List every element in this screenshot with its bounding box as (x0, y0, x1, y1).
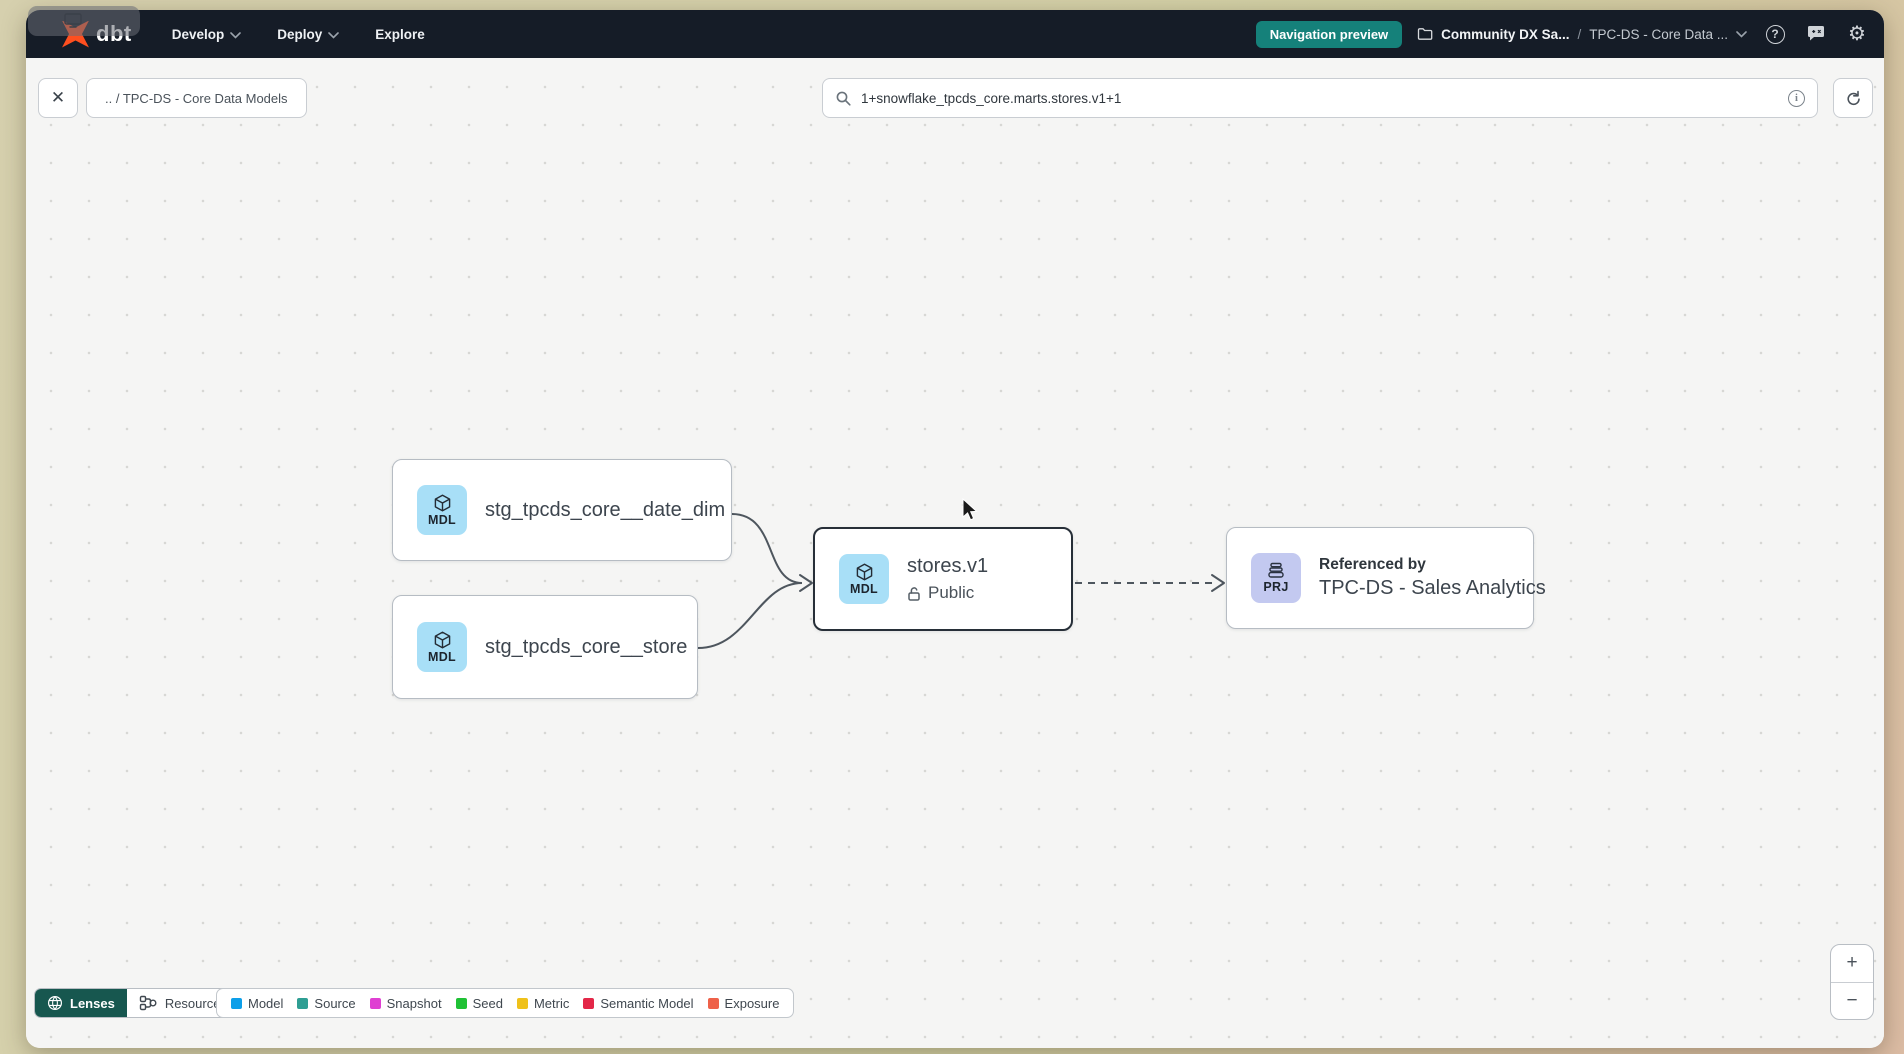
badge-label: PRJ (1263, 580, 1289, 594)
app-window: dbt Develop Deploy Explore Navigation pr… (26, 10, 1884, 1048)
nav-item-explore-label: Explore (375, 26, 425, 42)
access-label: Public (928, 583, 975, 602)
nav-item-develop[interactable]: Develop (172, 27, 242, 42)
help-icon: ? (1765, 24, 1785, 44)
lens-icon (47, 995, 63, 1011)
node-stg-tpcds-core-date-dim[interactable]: MDL stg_tpcds_core__date_dim (392, 459, 732, 561)
gear-icon: ⚙ (1848, 23, 1866, 45)
close-button[interactable]: ✕ (38, 78, 78, 118)
legend-item-source: Source (297, 995, 356, 1011)
folder-icon (1418, 28, 1433, 40)
badge-label: MDL (850, 581, 878, 596)
cube-icon (856, 563, 872, 580)
resource-type-legend: Model Source Snapshot Seed Metric Semant… (216, 988, 795, 1018)
legend-item-metric: Metric (516, 995, 570, 1011)
legend-swatch (369, 997, 381, 1009)
legend-swatch (455, 997, 467, 1009)
navbar-right: Navigation preview Community DX Sa... / … (1255, 20, 1870, 48)
navigation-preview-badge[interactable]: Navigation preview (1255, 20, 1403, 48)
refresh-icon (1846, 90, 1860, 105)
info-icon[interactable]: i (1788, 89, 1805, 107)
zoom-out-button[interactable]: − (1831, 981, 1873, 1020)
node-label: TPC-DS - Sales Analytics (1319, 577, 1546, 599)
breadcrumb[interactable]: .. / TPC-DS - Core Data Models (86, 78, 307, 118)
search-input[interactable] (861, 90, 1779, 106)
feedback-button[interactable] (1803, 21, 1829, 47)
help-button[interactable]: ? (1762, 21, 1788, 47)
node-access: Public (907, 583, 988, 603)
model-badge: MDL (417, 622, 467, 672)
legend-label: Metric (533, 995, 570, 1011)
legend-label: Source (314, 995, 356, 1011)
top-navbar: dbt Develop Deploy Explore Navigation pr… (26, 10, 1884, 58)
model-badge: MDL (417, 485, 467, 535)
model-badge: MDL (839, 554, 889, 604)
legend-swatch (516, 997, 528, 1009)
chevron-down-icon[interactable] (1736, 30, 1747, 38)
stack-icon (1268, 562, 1284, 578)
legend-label: Snapshot (386, 995, 442, 1011)
chevron-down-icon (328, 31, 340, 39)
settings-button[interactable]: ⚙ (1844, 21, 1870, 47)
legend-label: Seed (472, 995, 503, 1011)
nav-item-explore[interactable]: Explore (375, 27, 425, 42)
lineage-canvas[interactable] (26, 58, 1884, 1048)
cube-icon (434, 494, 450, 511)
node-stg-tpcds-core-store[interactable]: MDL stg_tpcds_core__store (392, 595, 698, 699)
node-label: stores.v1 (907, 555, 989, 577)
project-badge: PRJ (1251, 553, 1301, 603)
lenses-label: Lenses (70, 995, 115, 1011)
lineage-search: i (822, 78, 1818, 118)
refresh-button[interactable] (1833, 78, 1873, 118)
legend-item-exposure: Exposure (707, 995, 780, 1011)
node-referenced-by-tpcds-sales-analytics[interactable]: PRJ Referenced by TPC-DS - Sales Analyti… (1226, 527, 1546, 629)
legend-swatch (297, 997, 309, 1009)
node-stores-v1[interactable]: MDL stores.v1 Public (813, 527, 1073, 631)
nav-item-develop-label: Develop (171, 26, 225, 42)
legend-item-model: Model (231, 996, 283, 1011)
nav-item-deploy-label: Deploy (277, 26, 323, 42)
nav-menu: Develop Deploy Explore (172, 27, 425, 42)
legend-swatch (583, 997, 595, 1009)
account-name: Community DX Sa... (1441, 26, 1570, 42)
node-label: stg_tpcds_core__store (485, 635, 688, 658)
legend-swatch (231, 997, 242, 1009)
search-icon (836, 91, 851, 106)
zoom-in-button[interactable]: + (1846, 952, 1858, 974)
lenses-button[interactable]: Lenses (35, 989, 127, 1017)
node-label: stg_tpcds_core__date_dim (485, 498, 726, 521)
screen-share-indicator[interactable] (28, 6, 140, 36)
lock-open-icon (908, 586, 920, 601)
node-reference-title: Referenced by (1319, 556, 1426, 573)
legend-label: Model (248, 995, 284, 1011)
legend-swatch (707, 997, 719, 1009)
zoom-controls: + − (1830, 944, 1874, 1020)
screen-icon (64, 13, 82, 28)
badge-label: MDL (428, 512, 456, 527)
legend-label: Semantic Model (600, 995, 694, 1011)
legend-item-semantic-model: Semantic Model (583, 995, 694, 1011)
graph-nodes-icon (139, 995, 157, 1011)
legend-label: Exposure (724, 995, 780, 1011)
chat-bubble-icon (1808, 26, 1824, 41)
badge-label: MDL (428, 649, 456, 664)
cube-icon (434, 631, 450, 648)
account-breadcrumb[interactable]: Community DX Sa... / TPC-DS - Core Data … (1417, 27, 1747, 42)
nav-item-deploy[interactable]: Deploy (277, 26, 340, 42)
legend-item-snapshot: Snapshot (369, 995, 442, 1011)
breadcrumb-separator: / (1577, 26, 1582, 42)
legend-item-seed: Seed (455, 995, 503, 1011)
chevron-down-icon (230, 31, 242, 39)
project-name: TPC-DS - Core Data ... (1589, 26, 1728, 42)
